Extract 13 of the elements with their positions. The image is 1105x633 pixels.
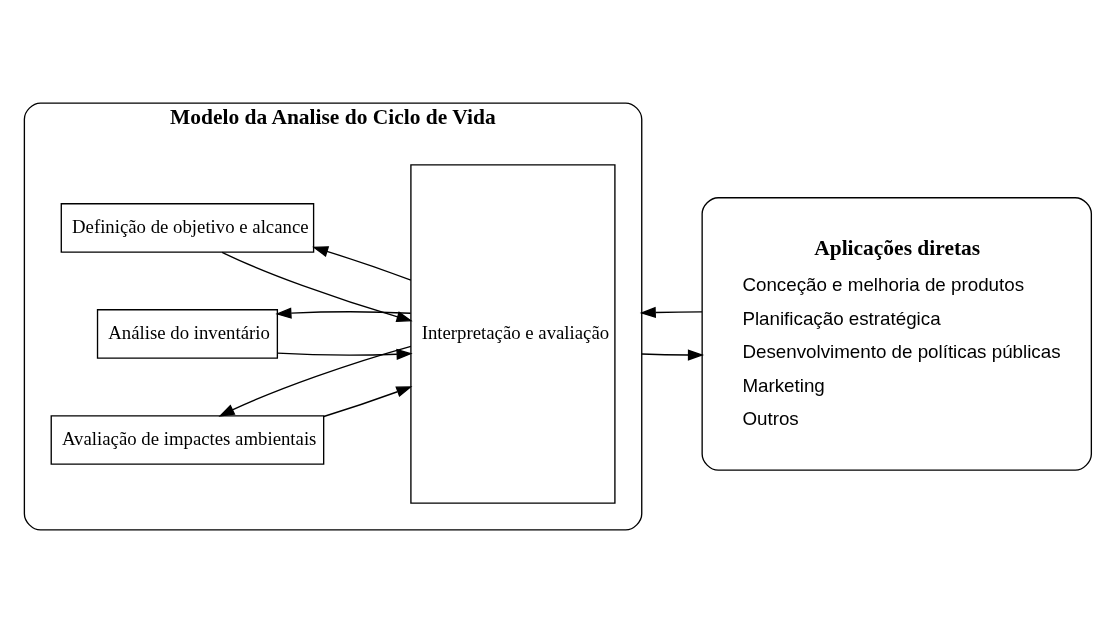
arrow — [218, 345, 412, 417]
arrow — [276, 348, 413, 360]
node-box: Definição de objetivo e alcance — [60, 203, 315, 253]
arrow — [323, 386, 413, 418]
arrow — [641, 349, 704, 361]
arrow — [312, 246, 412, 281]
arrow — [221, 251, 413, 323]
arrow — [639, 306, 703, 319]
arrow — [275, 307, 412, 319]
node-box: Análise do inventário — [96, 309, 279, 359]
node-box: Interpretação e avaliação — [410, 164, 616, 504]
node-box: Aplicações diretas Conceção e melhoria de produtos Planificação estratégica Desenvolvimento de políticas públicas Marketing Outros — [701, 197, 1093, 471]
node-box: Avaliação de impactes ambientais — [50, 415, 325, 465]
